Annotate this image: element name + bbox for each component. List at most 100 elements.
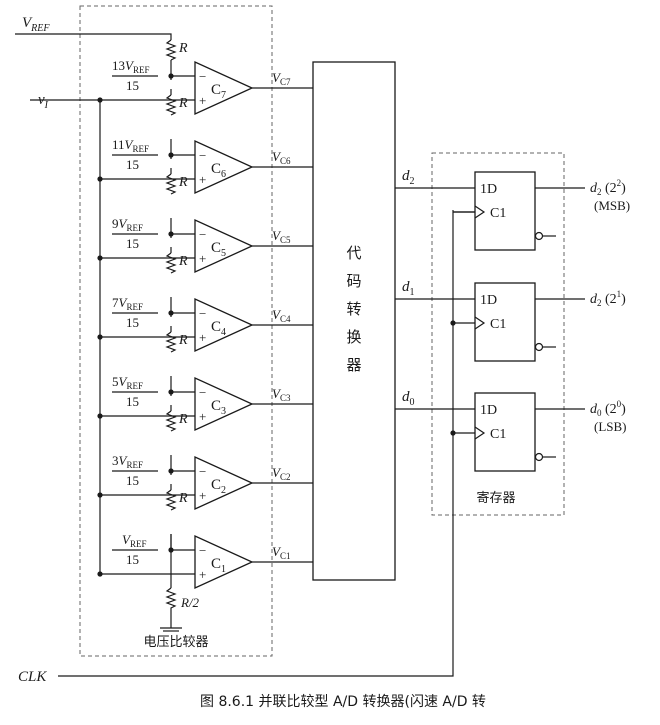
plus-sign: + <box>199 488 206 503</box>
comparator-label: C2 <box>211 477 226 496</box>
encoder-char-3: 转 <box>346 300 361 318</box>
comparator-2 <box>194 455 254 511</box>
comparator-label: C5 <box>211 240 226 259</box>
plus-sign: + <box>199 330 206 345</box>
resistor-label: R <box>178 412 188 427</box>
resistor-label: R <box>178 41 188 56</box>
comparator-output-label: VC1 <box>272 544 290 561</box>
ff-d-label: 1D <box>480 403 497 418</box>
comparator-label: C7 <box>211 82 226 101</box>
threshold-denominator: 15 <box>126 394 139 409</box>
flipflop-1: d1 1D C1 d2 (21) <box>395 279 626 362</box>
ff-d-label: 1D <box>480 182 497 197</box>
plus-sign: + <box>199 567 206 582</box>
threshold-numerator: VREF <box>122 532 146 549</box>
encoder-output-label: d1 <box>402 279 415 298</box>
minus-sign: − <box>199 464 206 479</box>
resistor <box>165 410 177 432</box>
comparator-5 <box>194 218 254 274</box>
ff-clock-label: C1 <box>490 206 506 221</box>
register-label: 寄存器 <box>476 490 515 506</box>
minus-sign: − <box>199 543 206 558</box>
comparator-output-label: VC6 <box>272 149 291 166</box>
resistor-label: R <box>178 491 188 506</box>
threshold-denominator: 15 <box>126 315 139 330</box>
comparator-label: C3 <box>211 398 226 417</box>
threshold-denominator: 15 <box>126 78 139 93</box>
ff-clock-label: C1 <box>490 317 506 332</box>
minus-sign: − <box>199 306 206 321</box>
comparator-6 <box>194 139 254 195</box>
resistor <box>165 252 177 274</box>
comparator-label: C6 <box>211 161 226 180</box>
comparator-output-label: VC5 <box>272 228 291 245</box>
threshold-denominator: 15 <box>126 473 139 488</box>
resistor-label: R <box>178 254 188 269</box>
bit-output-label: d0 (20) <box>590 399 626 418</box>
code-converter: 代 码 转 换 器 <box>312 61 396 581</box>
resistor-label: R <box>178 96 188 111</box>
encoder-output-label: d0 <box>402 389 415 408</box>
vin-label: vI <box>38 92 49 111</box>
encoder-char-2: 码 <box>346 272 361 290</box>
vin-input: vI <box>30 92 101 575</box>
threshold-numerator: 9VREF <box>112 216 143 233</box>
resistor-half: R/2 <box>160 580 200 632</box>
threshold-denominator: 15 <box>126 157 139 172</box>
minus-sign: − <box>199 227 206 242</box>
threshold-numerator: 5VREF <box>112 374 143 391</box>
threshold-numerator: 3VREF <box>112 453 143 470</box>
comparator-output-label: VC7 <box>272 70 291 87</box>
minus-sign: − <box>199 69 206 84</box>
resistor <box>165 94 177 116</box>
bit-output-label: d2 (22) <box>590 178 626 197</box>
comparator-label: C1 <box>211 556 226 575</box>
resistor <box>165 489 177 511</box>
resistor <box>165 173 177 195</box>
vref-input: VREF <box>15 15 172 36</box>
comparator-output-label: VC4 <box>272 307 291 324</box>
minus-sign: − <box>199 148 206 163</box>
flipflop-box <box>474 171 536 251</box>
comparator-output-label: VC3 <box>272 386 291 403</box>
vref-label: VREF <box>22 15 50 34</box>
plus-sign: + <box>199 93 206 108</box>
encoder-char-5: 器 <box>346 356 361 374</box>
ff-d-label: 1D <box>480 293 497 308</box>
threshold-denominator: 15 <box>126 236 139 251</box>
resistor <box>165 331 177 353</box>
resistor-label: R <box>178 175 188 190</box>
threshold-numerator: 11VREF <box>112 137 149 154</box>
comparator-4 <box>194 297 254 353</box>
flipflop-box <box>474 282 536 362</box>
comparator-output-label: VC2 <box>272 465 290 482</box>
bit-output-label: d2 (21) <box>590 289 626 308</box>
clk-line: CLK <box>18 210 454 685</box>
comparator-label: C4 <box>211 319 226 338</box>
ff-clock-label: C1 <box>490 427 506 442</box>
comparator-group-box <box>79 5 273 657</box>
bit-tag: (MSB) <box>594 198 630 213</box>
comparator-7 <box>194 60 254 116</box>
register-group-box <box>431 152 565 516</box>
flipflop-box <box>474 392 536 472</box>
comparator-group-label: 电压比较器 <box>143 635 208 650</box>
plus-sign: + <box>199 409 206 424</box>
plus-sign: + <box>199 172 206 187</box>
resistor-half-label: R/2 <box>180 595 200 610</box>
minus-sign: − <box>199 385 206 400</box>
plus-sign: + <box>199 251 206 266</box>
threshold-numerator: 7VREF <box>112 295 143 312</box>
encoder-char-4: 换 <box>346 328 361 346</box>
resistor-label: R <box>178 333 188 348</box>
clk-label: CLK <box>18 669 47 685</box>
